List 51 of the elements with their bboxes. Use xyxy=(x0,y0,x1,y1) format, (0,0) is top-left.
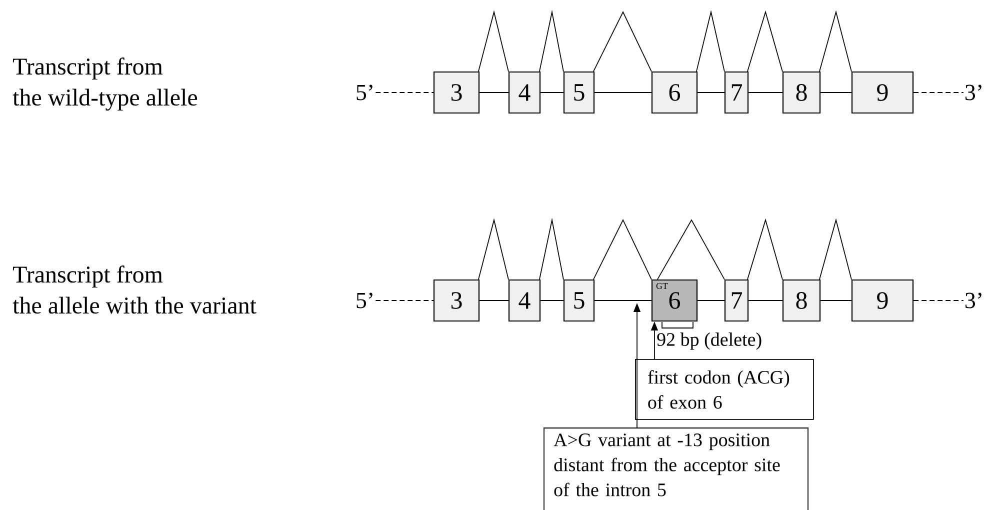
exon-box: 7 xyxy=(724,71,749,114)
intron-line xyxy=(748,300,782,302)
intron-line xyxy=(480,300,508,302)
intron-line xyxy=(748,92,782,94)
splice-line xyxy=(696,10,725,72)
intron-line xyxy=(594,300,652,302)
splice-line xyxy=(593,10,652,72)
deletion-label: 92 bp (delete) xyxy=(657,332,762,350)
intron-line xyxy=(540,300,564,302)
splice-line xyxy=(539,218,564,280)
intron-line xyxy=(540,92,564,94)
splice-line xyxy=(593,218,652,280)
exon-box: 5 xyxy=(563,71,595,114)
splice-line xyxy=(747,218,783,280)
end-label: 3’ xyxy=(966,292,982,308)
exon-box: 5 xyxy=(563,279,595,322)
callout-box: A>G variant at -13 position distant from the acceptor site of the intron 5 xyxy=(544,428,808,510)
splice-line xyxy=(478,10,509,72)
intron-line xyxy=(820,300,852,302)
end-label: 5’ xyxy=(356,84,372,100)
end-label: 3’ xyxy=(966,84,982,100)
intron-line xyxy=(376,300,434,302)
splice-line xyxy=(478,218,509,280)
exon-box: 8 xyxy=(782,71,821,114)
intron-line xyxy=(914,300,964,302)
intron-line xyxy=(594,92,652,94)
exon-box: 7 xyxy=(724,279,749,322)
intron-line xyxy=(480,92,508,94)
splice-line xyxy=(657,219,725,280)
intron-line xyxy=(820,92,852,94)
splice-line xyxy=(819,218,852,280)
intron-line xyxy=(698,300,724,302)
intron-line xyxy=(914,92,964,94)
splice-line xyxy=(539,10,564,72)
intron-line xyxy=(698,92,724,94)
exon-box: 3 xyxy=(433,71,480,114)
row-label: Transcript from the wild-type allele xyxy=(12,58,198,111)
end-label: 5’ xyxy=(356,292,372,308)
exon-box: 6 GT xyxy=(651,279,698,322)
exon-box: 3 xyxy=(433,279,480,322)
splice-line xyxy=(747,10,783,72)
exon-box: 4 xyxy=(508,279,541,322)
intron-line xyxy=(376,92,434,94)
exon-box: 9 xyxy=(851,71,914,114)
row-label: Transcript from the allele with the variant xyxy=(12,266,256,314)
splice-line xyxy=(819,10,852,72)
exon-box: 8 xyxy=(782,279,821,322)
exon-box: 4 xyxy=(508,71,541,114)
exon-box: 9 xyxy=(851,279,914,322)
callout-box: first codon (ACG) of exon 6 xyxy=(635,359,814,420)
exon-box: 6 xyxy=(651,71,698,114)
